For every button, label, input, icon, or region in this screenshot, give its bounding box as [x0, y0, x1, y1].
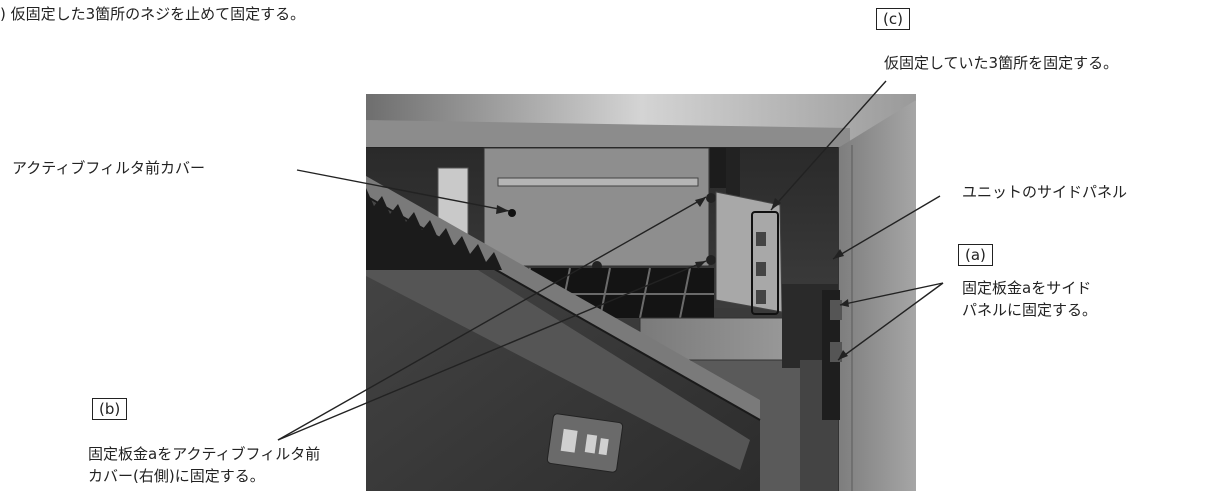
- callout-b-tag: (b): [92, 398, 128, 420]
- front-cover-label: アクティブフィルタ前カバー: [12, 159, 206, 177]
- callout-a-line-1: 固定板金aをサイド: [962, 279, 1092, 297]
- callout-a-line-2: パネルに固定する。: [962, 301, 1098, 319]
- callout-b-line-1: 固定板金aをアクティブフィルタ前: [88, 445, 321, 463]
- callout-c-tag: (c): [876, 8, 910, 30]
- callout-b-line-2: カバー(右側)に固定する。: [88, 467, 265, 485]
- front-cover-panel: [483, 147, 710, 267]
- step-heading: ) 仮固定した3箇所のネジを止めて固定する。: [0, 5, 306, 23]
- side-panel-shape: [838, 100, 916, 491]
- side-panel-label: ユニットのサイドパネル: [962, 183, 1128, 201]
- callout-c-text: 仮固定していた3箇所を固定する。: [884, 54, 1119, 72]
- fixing-plate-a: [715, 191, 783, 313]
- callout-a-tag: (a): [958, 244, 993, 266]
